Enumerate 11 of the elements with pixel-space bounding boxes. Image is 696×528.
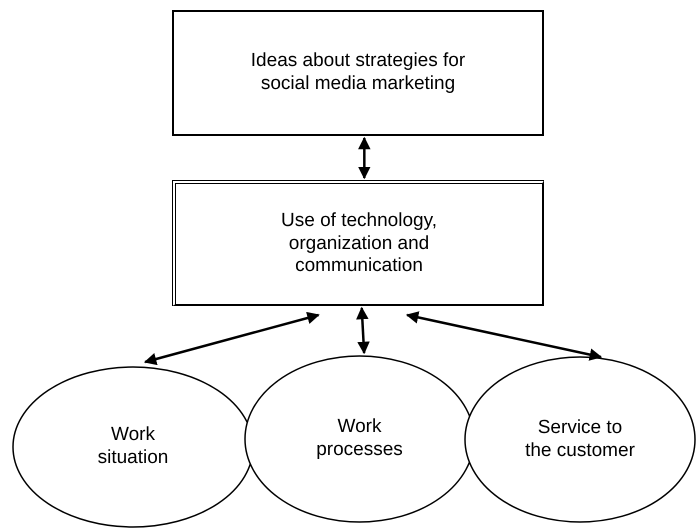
node-text: Work situation [96, 424, 170, 470]
node-text: Work processes [315, 416, 404, 462]
arrow [358, 136, 371, 180]
arrow [144, 312, 320, 366]
node-text: Use of technology, organization and communication [280, 210, 438, 278]
node-text: Ideas about strategies for social media marketing [250, 50, 466, 96]
arrow [356, 306, 370, 354]
process-box [172, 10, 544, 136]
process-box [172, 180, 544, 306]
arrow [406, 311, 602, 361]
node-text: Service to the customer [524, 416, 636, 462]
